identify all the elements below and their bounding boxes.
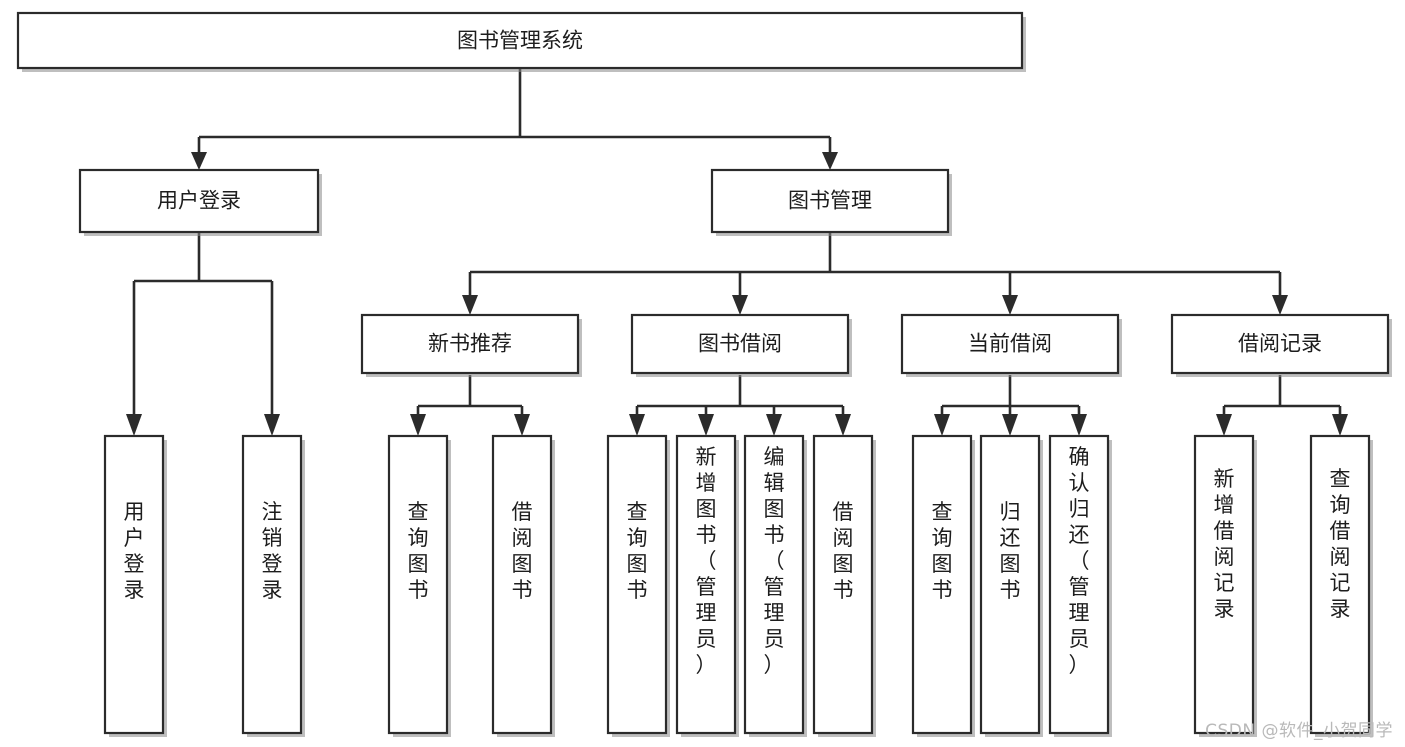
arrow-head-leaf-6 [766, 414, 782, 436]
leaf-label-vertical: 查询图书 [932, 500, 953, 602]
arrow-head-leaf-10 [1071, 414, 1087, 436]
leaf-node[interactable]: 新增图书（管理员） [675, 434, 739, 737]
leaf-label-vertical: 归还图书 [1000, 500, 1021, 602]
arrow-head-l3-3 [1272, 295, 1288, 315]
leaf-node[interactable]: 编辑图书（管理员） [743, 434, 807, 737]
csdn-watermark: CSDN @软件_小贺同学 [1205, 721, 1393, 741]
node-book-borrow[interactable]: 图书借阅 [630, 313, 852, 377]
leaf-node[interactable]: 查询图书 [911, 434, 975, 737]
leaf-node[interactable]: 确认归还（管理员） [1048, 434, 1112, 737]
arrow-head-leaf-0 [126, 414, 142, 436]
arrow-head-leaf-8 [934, 414, 950, 436]
leaf-label-vertical: 查询图书 [627, 500, 648, 602]
leaf-label-vertical: 编辑图书（管理员） [764, 445, 785, 677]
leaf-label-vertical: 查询图书 [408, 500, 429, 602]
node-current-borrow[interactable]: 当前借阅 [900, 313, 1122, 377]
node-borrow-record-label: 借阅记录 [1238, 332, 1322, 356]
node-user-login-label: 用户登录 [157, 189, 241, 213]
node-book-borrow-label: 图书借阅 [698, 332, 782, 356]
arrow-head-l2-0 [191, 152, 207, 170]
arrow-head-leaf-1 [264, 414, 280, 436]
node-root-label: 图书管理系统 [457, 29, 583, 53]
leaf-label-vertical: 新增图书（管理员） [696, 445, 717, 677]
leaf-node[interactable]: 注销登录 [241, 434, 305, 737]
arrow-head-l2-1 [822, 152, 838, 170]
node-root[interactable]: 图书管理系统 [16, 11, 1026, 72]
arrow-head-leaf-7 [835, 414, 851, 436]
leaf-label-vertical: 确认归还（管理员） [1069, 445, 1090, 677]
arrow-head-leaf-3 [514, 414, 530, 436]
arrow-head-leaf-4 [629, 414, 645, 436]
leaf-node[interactable]: 查询图书 [606, 434, 670, 737]
leaf-label-vertical: 借阅图书 [512, 500, 533, 602]
leaf-label-vertical: 新增借阅记录 [1214, 467, 1235, 621]
leaf-node[interactable]: 归还图书 [979, 434, 1043, 737]
arrow-head-l3-0 [462, 295, 478, 315]
node-book-management-label: 图书管理 [788, 189, 872, 213]
node-current-borrow-label: 当前借阅 [968, 332, 1052, 356]
arrow-head-l3-1 [732, 295, 748, 315]
node-borrow-record[interactable]: 借阅记录 [1170, 313, 1392, 377]
arrow-head-leaf-11 [1216, 414, 1232, 436]
leaf-label-vertical: 查询借阅记录 [1330, 467, 1351, 621]
arrow-head-leaf-5 [698, 414, 714, 436]
node-new-book-recommend-label: 新书推荐 [428, 332, 512, 356]
leaf-node[interactable]: 借阅图书 [491, 434, 555, 737]
leaf-node[interactable]: 查询图书 [387, 434, 451, 737]
arrow-head-l3-2 [1002, 295, 1018, 315]
leaf-label-vertical: 注销登录 [262, 500, 283, 602]
leaf-node[interactable]: 查询借阅记录 [1309, 434, 1373, 737]
arrow-head-leaf-9 [1002, 414, 1018, 436]
connector-group [126, 68, 1348, 436]
node-book-management[interactable]: 图书管理 [710, 168, 952, 236]
node-new-book-recommend[interactable]: 新书推荐 [360, 313, 582, 377]
leaf-label-vertical: 用户登录 [124, 500, 145, 602]
arrow-head-leaf-2 [410, 414, 426, 436]
leaf-label-vertical: 借阅图书 [833, 500, 854, 602]
leaf-node[interactable]: 新增借阅记录 [1193, 434, 1257, 737]
leaf-node[interactable]: 借阅图书 [812, 434, 876, 737]
leaf-node[interactable]: 用户登录 [103, 434, 167, 737]
node-user-login[interactable]: 用户登录 [78, 168, 322, 236]
arrow-head-leaf-12 [1332, 414, 1348, 436]
